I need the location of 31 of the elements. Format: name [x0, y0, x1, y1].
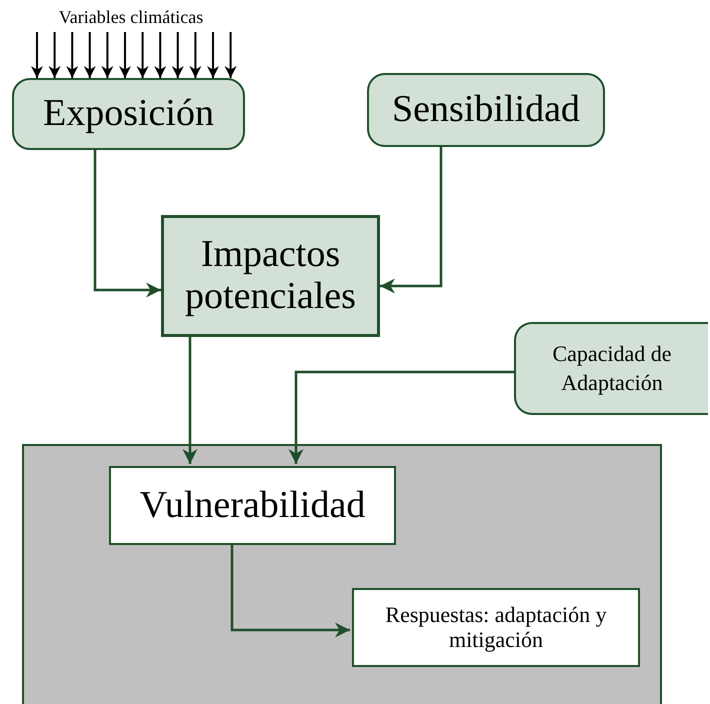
node-label: Vulnerabilidad	[140, 484, 366, 526]
arrow	[288, 370, 514, 464]
node-label: Sensibilidad	[392, 89, 580, 131]
node-label: Impactos potenciales	[184, 234, 357, 318]
node-label: Exposición	[43, 93, 214, 135]
arrow	[172, 32, 184, 78]
process-box	[367, 73, 605, 147]
arrow	[101, 32, 114, 78]
process-box	[109, 466, 396, 545]
process-box	[514, 322, 708, 415]
arrow	[94, 150, 161, 298]
process-box	[352, 588, 640, 667]
arrow	[48, 32, 61, 78]
caption-text: Variables climáticas	[30, 6, 232, 30]
arrow	[189, 32, 202, 78]
process-box	[12, 78, 245, 150]
process-box	[161, 215, 380, 337]
group-panel	[22, 444, 662, 704]
node-label: Respuestas: adaptación y mitigación	[384, 603, 608, 652]
arrow	[119, 32, 131, 78]
arrow	[84, 32, 96, 78]
arrow	[207, 32, 219, 78]
arrow	[136, 32, 149, 78]
arrow	[66, 32, 78, 78]
arrow	[154, 32, 166, 78]
arrow	[182, 337, 198, 464]
arrow	[224, 32, 237, 78]
node-label: Capacidad de Adaptación	[552, 340, 672, 397]
arrow	[230, 543, 350, 638]
arrow	[380, 147, 442, 294]
arrow	[31, 32, 43, 78]
